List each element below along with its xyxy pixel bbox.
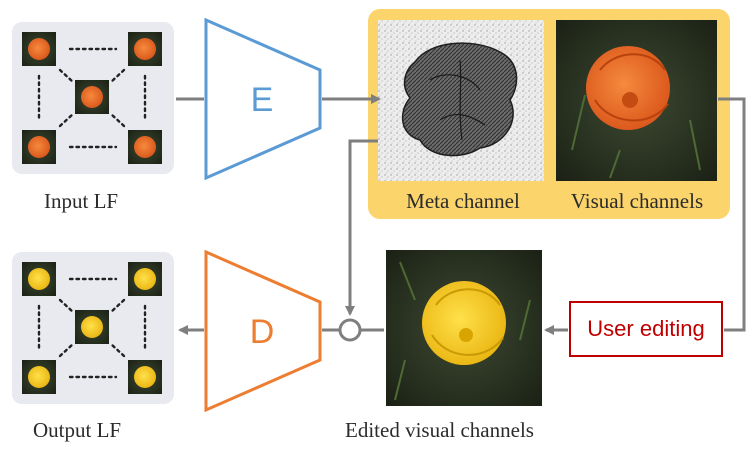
decoder-block: D: [204, 249, 322, 413]
input-lf-thumb-bl: [22, 130, 56, 164]
visual-channels-image: [556, 20, 717, 181]
flow-connectors: [176, 94, 746, 335]
output-lf-caption: Output LF: [33, 418, 122, 442]
input-lf-thumb-tl: [22, 32, 56, 66]
edited-visual-channels-caption: Edited visual channels: [345, 418, 534, 442]
output-lf-panel: [12, 252, 174, 404]
input-lf-dotted-connectors: [37, 47, 147, 149]
encoder-block: E: [204, 17, 322, 181]
user-editing-box: User editing: [569, 301, 723, 357]
input-lf-thumb-tr: [128, 32, 162, 66]
decoder-label: D: [250, 313, 275, 351]
visual-channels-caption: Visual channels: [571, 189, 703, 213]
output-lf-dotted-connectors: [37, 277, 147, 379]
input-lf-thumb-center: [75, 80, 109, 114]
user-editing-label: User editing: [587, 316, 704, 341]
meta-channel-caption: Meta channel: [406, 189, 520, 213]
input-lf-thumb-br: [128, 130, 162, 164]
input-lf-panel: [12, 22, 174, 174]
encoded-channels-box: Meta channel Visual channels: [368, 9, 730, 219]
edited-visual-channels-image: [386, 250, 542, 406]
arrow-visual-to-editing: [718, 97, 746, 332]
meta-channel-image: [378, 20, 544, 181]
output-lf-thumb-tr: [128, 262, 162, 296]
arrow-meta-to-combine: [345, 139, 378, 316]
output-lf-thumb-bl: [22, 360, 56, 394]
output-lf-thumb-br: [128, 360, 162, 394]
encoder-label: E: [251, 81, 274, 119]
input-lf-caption: Input LF: [44, 189, 119, 213]
output-lf-thumb-tl: [22, 262, 56, 296]
combine-node: [338, 318, 362, 342]
output-lf-thumb-center: [75, 310, 109, 344]
